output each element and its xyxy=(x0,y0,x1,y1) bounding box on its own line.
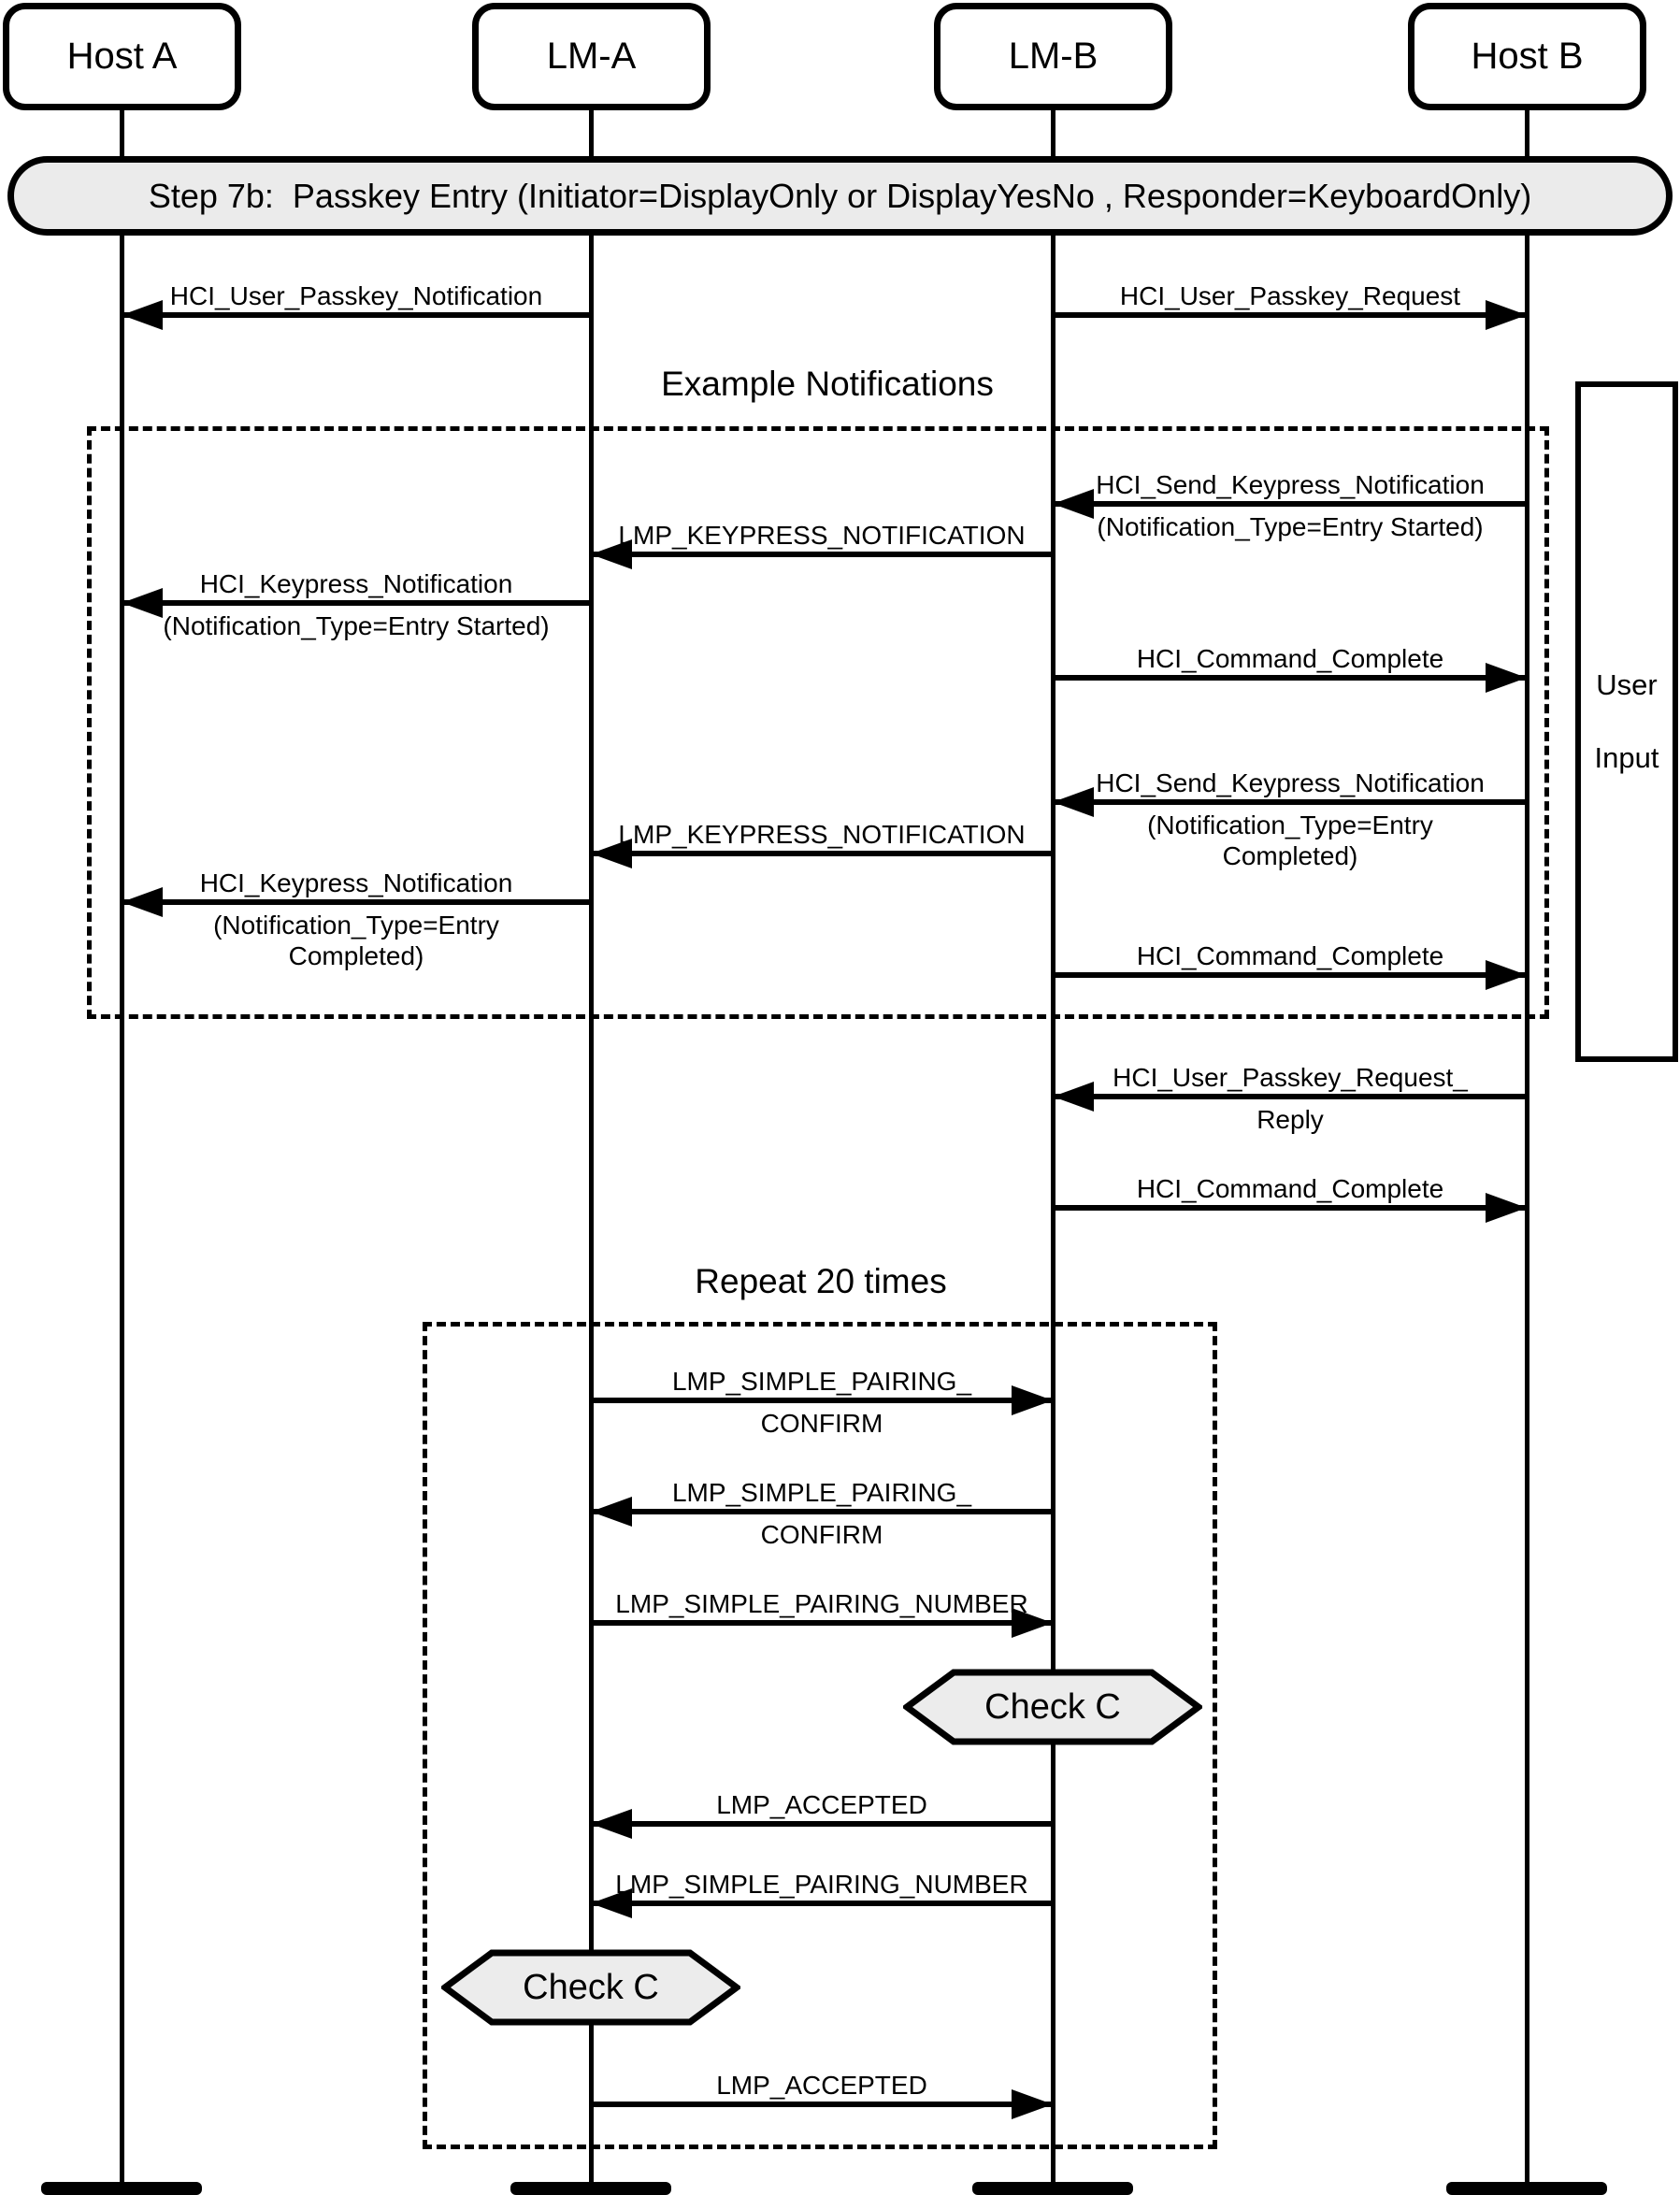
message-line xyxy=(591,2102,1053,2107)
lifeline-lm-b xyxy=(1051,108,1055,2189)
message-label: LMP_KEYPRESS_NOTIFICATION xyxy=(618,521,1026,550)
user-input-line1: User xyxy=(1596,668,1658,701)
actor-label-host-a: Host A xyxy=(66,36,178,77)
arrowhead-left-icon xyxy=(1053,787,1094,817)
message-label: LMP_SIMPLE_PAIRING_ xyxy=(671,1478,972,1507)
message-line xyxy=(1053,799,1527,805)
arrowhead-right-icon xyxy=(1486,1193,1527,1223)
message-line xyxy=(122,312,591,318)
user-input-line2: Input xyxy=(1594,741,1659,774)
lifeline-end-lm-a xyxy=(510,2182,671,2195)
step-title-band: Step 7b: Passkey Entry (Initiator=Displa… xyxy=(7,156,1673,236)
arrowhead-right-icon xyxy=(1486,663,1527,693)
message-line xyxy=(1053,972,1527,978)
actor-box-lm-b: LM-B xyxy=(934,3,1172,110)
message-sublabel: CONFIRM xyxy=(760,1520,883,1549)
message-line xyxy=(1053,312,1527,318)
message-sublabel: (Notification_Type=Entry Completed) xyxy=(213,911,499,970)
message-label: HCI_User_Passkey_Notification xyxy=(169,281,543,310)
message-label: HCI_Command_Complete xyxy=(1136,941,1444,970)
message-line xyxy=(122,899,591,905)
arrowhead-left-icon xyxy=(122,300,163,330)
message-sublabel: CONFIRM xyxy=(760,1409,883,1438)
check-c-hexagon-lm-a: Check C xyxy=(441,1948,740,2027)
arrowhead-left-icon xyxy=(591,1809,632,1839)
actor-label-lm-b: LM-B xyxy=(1008,36,1098,77)
arrowhead-right-icon xyxy=(1486,300,1527,330)
message-sublabel: (Notification_Type=Entry Completed) xyxy=(1147,811,1433,870)
message-sublabel: Reply xyxy=(1256,1105,1324,1134)
message-label: LMP_ACCEPTED xyxy=(716,2071,927,2100)
user-input-box: User Input xyxy=(1575,381,1678,1062)
message-line xyxy=(1053,1094,1527,1099)
check-c-label: Check C xyxy=(523,1967,659,2007)
message-label: HCI_User_Passkey_Request_ xyxy=(1113,1063,1468,1092)
message-line xyxy=(591,1901,1053,1906)
message-label: LMP_SIMPLE_PAIRING_NUMBER xyxy=(615,1870,1028,1899)
message-line xyxy=(1053,501,1527,507)
arrowhead-right-icon xyxy=(1012,1385,1053,1415)
example-notifications-label: Example Notifications xyxy=(661,365,994,403)
actor-box-host-a: Host A xyxy=(3,3,241,110)
message-line xyxy=(591,1821,1053,1827)
message-line xyxy=(591,1620,1053,1626)
message-label: HCI_Keypress_Notification xyxy=(199,569,513,598)
actor-box-host-b: Host B xyxy=(1408,3,1646,110)
message-label: HCI_User_Passkey_Request xyxy=(1119,281,1461,310)
message-label: HCI_Command_Complete xyxy=(1136,644,1444,673)
message-line xyxy=(591,1398,1053,1403)
message-line xyxy=(591,552,1053,557)
message-line xyxy=(591,1509,1053,1514)
message-label: LMP_SIMPLE_PAIRING_ xyxy=(671,1367,972,1396)
check-c-hexagon-lm-b: Check C xyxy=(903,1668,1202,1746)
arrowhead-left-icon xyxy=(591,1497,632,1527)
message-label: LMP_ACCEPTED xyxy=(716,1790,927,1819)
repeat-group xyxy=(423,1322,1217,2149)
lifeline-host-a xyxy=(120,108,124,2189)
message-label: HCI_Send_Keypress_Notification xyxy=(1096,470,1485,499)
message-line xyxy=(1053,1205,1527,1211)
arrowhead-right-icon xyxy=(1486,960,1527,990)
arrowhead-left-icon xyxy=(122,588,163,618)
lifeline-lm-a xyxy=(589,108,594,2189)
arrowhead-left-icon xyxy=(591,539,632,569)
message-label: HCI_Command_Complete xyxy=(1136,1174,1444,1203)
arrowhead-left-icon xyxy=(1053,489,1094,519)
hexagon-shape-icon xyxy=(903,1669,1202,1745)
arrowhead-left-icon xyxy=(591,839,632,868)
message-line xyxy=(122,600,591,606)
example-notifications-group xyxy=(87,426,1549,1019)
actor-label-lm-a: LM-A xyxy=(546,36,637,77)
actor-label-host-b: Host B xyxy=(1471,36,1584,77)
step-title: Step 7b: Passkey Entry (Initiator=Displa… xyxy=(148,176,1532,215)
message-line xyxy=(1053,675,1527,681)
lifeline-end-host-a xyxy=(41,2182,202,2195)
arrowhead-left-icon xyxy=(591,1888,632,1918)
arrowhead-left-icon xyxy=(1053,1082,1094,1112)
check-c-label: Check C xyxy=(984,1686,1121,1727)
message-label: HCI_Keypress_Notification xyxy=(199,868,513,897)
hexagon-shape-icon xyxy=(441,1949,740,2026)
arrowhead-left-icon xyxy=(122,887,163,917)
arrowhead-right-icon xyxy=(1012,1608,1053,1638)
lifeline-host-b xyxy=(1525,108,1529,2189)
message-label: LMP_KEYPRESS_NOTIFICATION xyxy=(618,820,1026,849)
repeat-label: Repeat 20 times xyxy=(695,1262,947,1300)
actor-box-lm-a: LM-A xyxy=(472,3,711,110)
arrowhead-right-icon xyxy=(1012,2089,1053,2119)
message-sublabel: (Notification_Type=Entry Started) xyxy=(163,611,550,640)
message-sublabel: (Notification_Type=Entry Started) xyxy=(1097,512,1484,541)
lifeline-end-lm-b xyxy=(972,2182,1133,2195)
message-line xyxy=(591,851,1053,856)
message-label: HCI_Send_Keypress_Notification xyxy=(1096,768,1485,797)
lifeline-end-host-b xyxy=(1446,2182,1607,2195)
message-label: LMP_SIMPLE_PAIRING_NUMBER xyxy=(615,1589,1028,1618)
